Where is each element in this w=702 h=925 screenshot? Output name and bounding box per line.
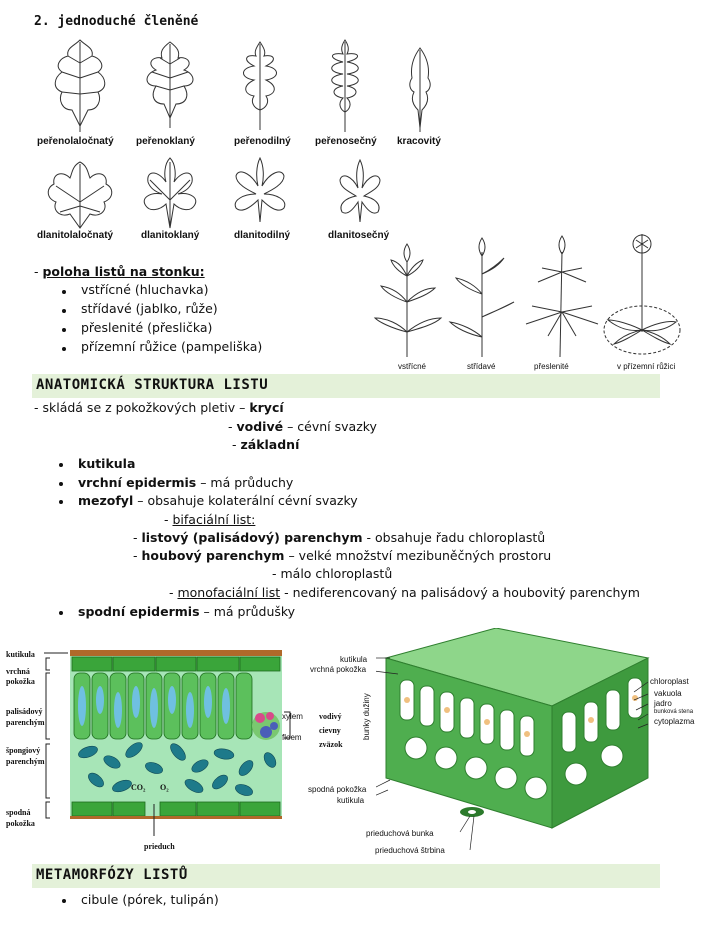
label-r-vakuola: vakuola <box>654 689 682 698</box>
leaf-pinnatifid-icon <box>146 41 194 128</box>
anatomy-heading: ANATOMICKÁ STRUKTURA LISTU <box>36 377 269 393</box>
label-cievny: cievny <box>319 726 341 735</box>
leaf-label-5: kracovitý <box>397 136 441 147</box>
bullet-dot <box>59 500 63 504</box>
bullet-dot <box>62 290 66 294</box>
leaf-palmatilobate-icon <box>47 161 113 229</box>
plant-whorled-icon <box>525 235 599 358</box>
label-o2: O₂ <box>160 783 169 792</box>
plant-label-3: přeslenité <box>534 362 569 371</box>
label-r-stena: bunková stena <box>654 709 694 715</box>
label-xylem: xylem <box>282 712 303 721</box>
bullet-dot <box>62 347 66 351</box>
anatomy-bullet-4: spodní epidermis – má průdušky <box>78 604 296 619</box>
label-spongiovy-2: parenchým <box>6 757 45 766</box>
label-co2: CO₂ <box>131 783 146 792</box>
label-r-chloroplast: chloroplast <box>650 677 689 686</box>
anatomy-sub-5: - monofaciální list - nediferencovaný na… <box>169 585 640 600</box>
label-r-kutikula: kutikula <box>340 655 368 664</box>
label-r-vrchna: vrchná pokožka <box>310 665 367 674</box>
label-prieduch: prieduch <box>144 842 175 851</box>
plant-label-2: střídavé <box>467 362 496 371</box>
anatomy-sub-2: - listový (palisádový) parenchym - obsah… <box>133 530 546 545</box>
leaf-palmatisect-icon <box>339 158 381 223</box>
label-r-prieduchova-strbina: prieduchová štrbina <box>375 846 445 855</box>
plant-label-1: vstřícné <box>398 362 427 371</box>
bullet-dot <box>59 611 63 615</box>
metamorphoses-heading: METAMORFÓZY LISTŮ <box>36 867 188 883</box>
position-item-1: vstřícné (hluchavka) <box>81 282 209 297</box>
label-palisadovy-1: palisádový <box>6 707 43 716</box>
anatomy-line-zakladni: - základní <box>232 437 300 452</box>
leaf-3d-diagram <box>376 628 650 851</box>
leaf-runcinate-icon <box>409 47 431 132</box>
label-floem: floem <box>282 733 302 742</box>
label-palisadovy-2: parenchým <box>6 718 45 727</box>
label-r-spodna: spodná pokožka <box>308 785 367 794</box>
position-item-4: přízemní růžice (pampeliška) <box>81 339 263 354</box>
label-zvazok: zväzok <box>319 740 343 749</box>
leaf-label-3: peřenodilný <box>234 136 291 147</box>
plant-rosette-icon <box>603 234 681 355</box>
leaf-pinnatilobate-icon <box>54 39 106 132</box>
metamorphoses-item-1: cibule (pórek, tulipán) <box>81 892 219 907</box>
leaf-pinnatipartite-icon <box>243 41 277 130</box>
label-kutikula: kutikula <box>6 650 35 659</box>
leaf-shapes-row1 <box>54 39 431 132</box>
metamorphoses-banner: METAMORFÓZY LISTŮ <box>32 864 660 888</box>
position-title: poloha listů na stonku: <box>42 264 205 279</box>
label-spongiovy-1: špongiový <box>6 746 41 755</box>
label-vodivy: vodivý <box>319 712 342 721</box>
plant-label-4: v přízemní růžici <box>617 362 676 371</box>
label-r-prieduchova-bunka: prieduchová bunka <box>366 829 434 838</box>
bullet-dot <box>59 463 63 467</box>
leaf-palmatipartite-icon <box>234 156 286 223</box>
anatomy-sub-1: - bifaciální list: <box>164 512 256 527</box>
plant-alternate-icon <box>448 237 515 357</box>
label-spodna-2: pokožka <box>6 819 35 828</box>
label-r-jadro: jadro <box>654 699 672 708</box>
plant-opposite-icon <box>373 243 443 357</box>
leaf-label-8: dlanitodilný <box>234 230 291 241</box>
label-r-cytoplazma: cytoplazma <box>654 717 695 726</box>
leaf-cross-section-diagram <box>44 650 291 836</box>
leaf-shapes-row2 <box>47 156 381 229</box>
anatomy-sub-4: - málo chloroplastů <box>272 566 393 581</box>
bullet-dot <box>62 309 66 313</box>
leaf-position-figure <box>373 234 681 358</box>
anatomy-bullet-3: mezofyl – obsahuje kolaterální cévní sva… <box>78 493 358 508</box>
anatomy-intro: - skládá se z pokožkových pletiv – krycí <box>34 400 284 415</box>
position-item-2: střídavé (jablko, růže) <box>81 301 218 316</box>
label-vrchna-2: pokožka <box>6 677 35 686</box>
vascular-bundle-icon <box>252 712 280 740</box>
leaf-palmatifid-icon <box>143 157 197 229</box>
label-spodna-1: spodná <box>6 808 31 817</box>
leaf-label-6: dlanitolaločnatý <box>37 230 114 241</box>
section-heading: 2. jednoduché členěné <box>34 14 199 29</box>
leaf-label-4: peřenosečný <box>315 136 377 147</box>
leaf-label-2: peřenoklaný <box>136 136 195 147</box>
anatomy-bullet-1: kutikula <box>78 456 136 471</box>
leaf-label-9: dlanitosečný <box>328 230 390 241</box>
leaf-label-7: dlanitoklaný <box>141 230 200 241</box>
anatomy-sub-3: - houbový parenchym – velké množství mez… <box>133 548 552 563</box>
bullet-dot <box>62 328 66 332</box>
position-title-line: - poloha listů na stonku: <box>34 264 205 279</box>
label-r-kutikula2: kutikula <box>337 796 365 805</box>
label-vrchna-1: vrchná <box>6 667 30 676</box>
position-item-3: přeslenité (přeslička) <box>81 320 213 335</box>
bullet-dot <box>59 482 63 486</box>
anatomy-line-vodive: - vodivé – cévní svazky <box>228 419 377 434</box>
leaf-label-1: peřenolaločnatý <box>37 136 114 147</box>
stoma-icon <box>460 807 484 817</box>
bullet-dot <box>62 899 66 903</box>
leaf-pinnatisect-icon <box>331 39 359 132</box>
label-r-bunky: bunky dužiny <box>362 693 371 740</box>
anatomy-bullet-2: vrchní epidermis – má průduchy <box>78 475 294 490</box>
anatomy-banner: ANATOMICKÁ STRUKTURA LISTU <box>32 374 660 398</box>
